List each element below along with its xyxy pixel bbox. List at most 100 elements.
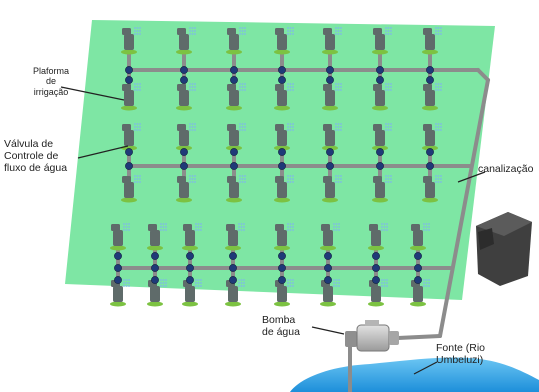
sprinkler-platform-icon [176,27,196,55]
valve-dot-icon [229,252,237,260]
valve-dot-icon [230,76,238,84]
sprinkler-platform-icon [182,223,202,251]
valve-dot-icon [326,66,334,74]
valve-grid [114,66,434,284]
water-pump-icon [345,320,399,352]
valve-dot-icon [414,252,422,260]
valve-dot-icon [376,66,384,74]
valve-dot-icon [180,66,188,74]
valve-dot-icon [180,162,188,170]
rock-tank-icon [476,212,532,286]
valve-dot-icon [426,66,434,74]
sprinkler-platform-icon [274,223,294,251]
valve-dot-icon [278,276,286,284]
label-valve: Válvula de Controle de fluxo de água [4,138,68,175]
valve-dot-icon [229,264,237,272]
sprinkler-platform-icon [121,83,141,111]
sprinkler-platform-icon [176,83,196,111]
valve-dot-icon [151,264,159,272]
sprinkler-platform-icon [322,27,342,55]
sprinkler-platform-icon [372,83,392,111]
valve-dot-icon [326,148,334,156]
label-pipe: canalização [478,163,534,175]
valve-dot-icon [414,276,422,284]
valve-dot-icon [186,252,194,260]
valve-dot-icon [114,264,122,272]
plant-grid [110,27,442,307]
valve-dot-icon [151,276,159,284]
valve-dot-icon [114,276,122,284]
valve-dot-icon [376,148,384,156]
valve-dot-icon [426,76,434,84]
valve-dot-icon [114,252,122,260]
sprinkler-platform-icon [274,27,294,55]
valve-dot-icon [230,162,238,170]
sprinkler-platform-icon [121,27,141,55]
valve-dot-icon [180,148,188,156]
valve-dot-icon [372,276,380,284]
label-pump: Bomba de água [262,314,300,339]
sprinkler-platform-icon [422,83,442,111]
label-source: Fonte (Rio Umbeluzi) [436,342,486,367]
valve-dot-icon [230,66,238,74]
sprinkler-platform-icon [176,175,196,203]
valve-dot-icon [372,264,380,272]
valve-dot-icon [125,76,133,84]
sprinkler-platform-icon [226,175,246,203]
valve-dot-icon [376,162,384,170]
valve-dot-icon [372,252,380,260]
sprinkler-platform-icon [274,83,294,111]
sprinkler-platform-icon [372,27,392,55]
valve-dot-icon [278,66,286,74]
pipe-segment [438,78,490,338]
sprinkler-platform-icon [372,123,392,151]
valve-dot-icon [278,252,286,260]
sprinkler-platform-icon [226,123,246,151]
sprinkler-platform-icon [274,175,294,203]
valve-dot-icon [186,264,194,272]
valve-dot-icon [278,148,286,156]
sprinkler-platform-icon [225,279,245,307]
sprinkler-platform-icon [322,83,342,111]
sprinkler-platform-icon [422,175,442,203]
valve-dot-icon [230,148,238,156]
sprinkler-platform-icon [368,223,388,251]
valve-dot-icon [229,276,237,284]
sprinkler-platform-icon [422,123,442,151]
sprinkler-platform-icon [322,175,342,203]
valve-dot-icon [180,76,188,84]
valve-dot-icon [151,252,159,260]
sprinkler-platform-icon [320,223,340,251]
valve-dot-icon [324,276,332,284]
sprinkler-platform-icon [422,27,442,55]
label-leader-lines [60,86,486,375]
valve-dot-icon [125,148,133,156]
valve-dot-icon [278,76,286,84]
sprinkler-platform-icon [322,123,342,151]
valve-dot-icon [324,252,332,260]
sprinkler-platform-icon [110,223,130,251]
sprinkler-platform-icon [226,27,246,55]
valve-dot-icon [278,264,286,272]
valve-dot-icon [426,148,434,156]
sprinkler-platform-icon [121,175,141,203]
valve-dot-icon [426,162,434,170]
valve-dot-icon [186,276,194,284]
sprinkler-platform-icon [274,123,294,151]
valve-dot-icon [376,76,384,84]
sprinkler-platform-icon [226,83,246,111]
pipe-segment [476,68,490,82]
pipe-segment [396,334,442,340]
sprinkler-platform-icon [410,223,430,251]
valve-dot-icon [324,264,332,272]
valve-dot-icon [326,162,334,170]
sprinkler-platform-icon [225,223,245,251]
valve-dot-icon [125,66,133,74]
sprinkler-platform-icon [176,123,196,151]
valve-dot-icon [414,264,422,272]
valve-dot-icon [278,162,286,170]
sprinkler-platform-icon [372,175,392,203]
sprinkler-platform-icon [147,223,167,251]
valve-dot-icon [326,76,334,84]
